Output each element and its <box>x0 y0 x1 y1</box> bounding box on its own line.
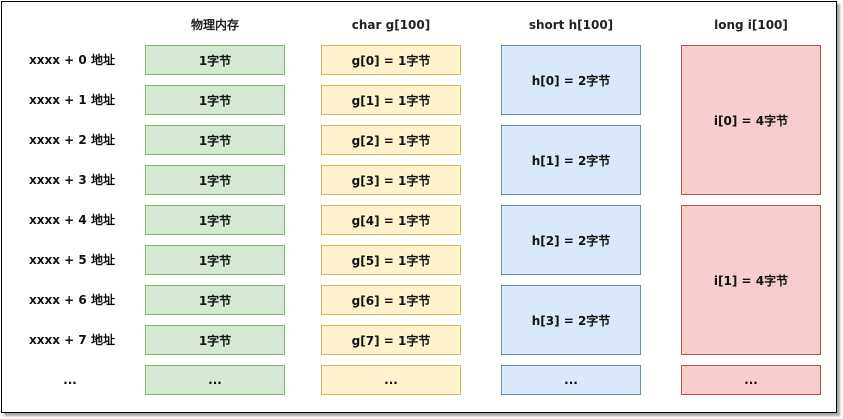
char-element-cell: g[1] = 1字节 <box>321 85 461 115</box>
long-ellipsis-cell: ... <box>681 365 821 395</box>
physical-byte-cell: 1字节 <box>145 285 285 315</box>
long-element-cell: i[0] = 4字节 <box>681 45 821 195</box>
short-ellipsis-cell: ... <box>501 365 641 395</box>
physical-byte-cell: 1字节 <box>145 85 285 115</box>
char-element-cell: g[7] = 1字节 <box>321 325 461 355</box>
physical-ellipsis-cell: ... <box>145 365 285 395</box>
header-long-array: long i[100] <box>714 18 788 32</box>
physical-byte-cell: 1字节 <box>145 245 285 275</box>
physical-byte-cell: 1字节 <box>145 45 285 75</box>
address-label: xxxx + 6 地址 <box>29 293 115 307</box>
header-char-array: char g[100] <box>351 18 431 32</box>
address-label: xxxx + 1 地址 <box>29 93 115 107</box>
address-label: xxxx + 5 地址 <box>29 253 115 267</box>
address-label: xxxx + 4 地址 <box>29 213 115 227</box>
char-element-cell: g[6] = 1字节 <box>321 285 461 315</box>
address-label: xxxx + 2 地址 <box>29 133 115 147</box>
address-label: xxxx + 7 地址 <box>29 333 115 347</box>
char-element-cell: g[4] = 1字节 <box>321 205 461 235</box>
physical-byte-cell: 1字节 <box>145 125 285 155</box>
address-ellipsis: ... <box>63 373 77 387</box>
physical-byte-cell: 1字节 <box>145 165 285 195</box>
physical-byte-cell: 1字节 <box>145 205 285 235</box>
char-element-cell: g[5] = 1字节 <box>321 245 461 275</box>
char-element-cell: g[2] = 1字节 <box>321 125 461 155</box>
short-element-cell: h[3] = 2字节 <box>501 285 641 355</box>
header-physical-memory: 物理内存 <box>190 18 239 32</box>
address-label: xxxx + 3 地址 <box>29 173 115 187</box>
char-ellipsis-cell: ... <box>321 365 461 395</box>
header-short-array: short h[100] <box>528 18 614 32</box>
short-element-cell: h[1] = 2字节 <box>501 125 641 195</box>
char-element-cell: g[3] = 1字节 <box>321 165 461 195</box>
physical-byte-cell: 1字节 <box>145 325 285 355</box>
short-element-cell: h[0] = 2字节 <box>501 45 641 115</box>
address-label: xxxx + 0 地址 <box>29 53 115 67</box>
long-element-cell: i[1] = 4字节 <box>681 205 821 355</box>
char-element-cell: g[0] = 1字节 <box>321 45 461 75</box>
short-element-cell: h[2] = 2字节 <box>501 205 641 275</box>
